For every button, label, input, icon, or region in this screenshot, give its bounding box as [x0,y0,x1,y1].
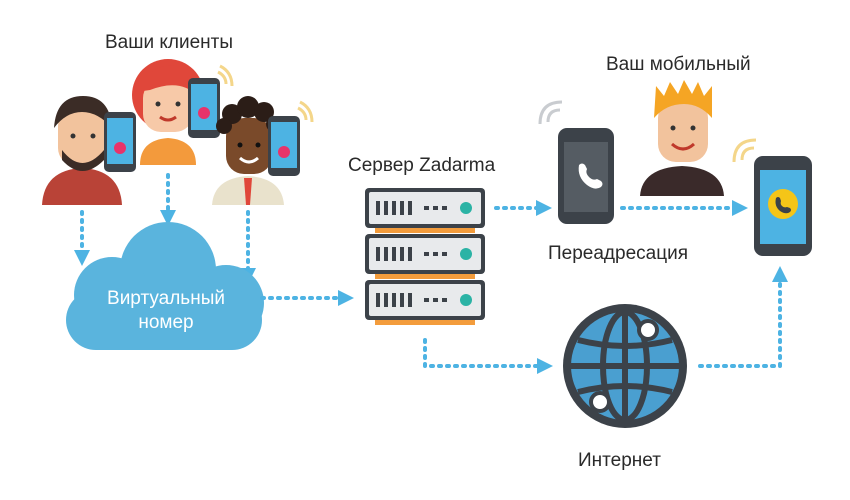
virtual-number-line2: номер [138,312,194,333]
cloud-icon [66,222,264,350]
signal-icon [217,64,234,87]
arrow-internet-to-mobile [698,266,788,368]
signal-icon [732,138,757,163]
server-icon [365,188,485,325]
phone-icon [558,128,614,224]
arrow-server-to-internet [423,338,553,374]
virtual-number-line1: Виртуальный [107,288,225,309]
clients-label: Ваши клиенты [105,32,234,53]
mobile-label: Ваш мобильный [606,54,751,75]
virtual-number-label: Виртуальный номер [76,287,256,335]
client-icon [212,96,284,205]
signal-icon [297,100,314,123]
mobile-owner-icon [640,80,724,196]
mobile-phone-icon [754,156,812,256]
server-label: Сервер Zadarma [348,155,496,176]
client-icon [42,96,122,205]
phone-icon [104,112,136,172]
internet-label: Интернет [578,450,661,471]
signal-icon [538,100,563,125]
globe-icon [563,304,687,428]
phone-icon [188,78,220,138]
client-icon [132,59,204,165]
phone-icon [268,116,300,176]
forwarding-label: Переадресация [548,243,688,264]
